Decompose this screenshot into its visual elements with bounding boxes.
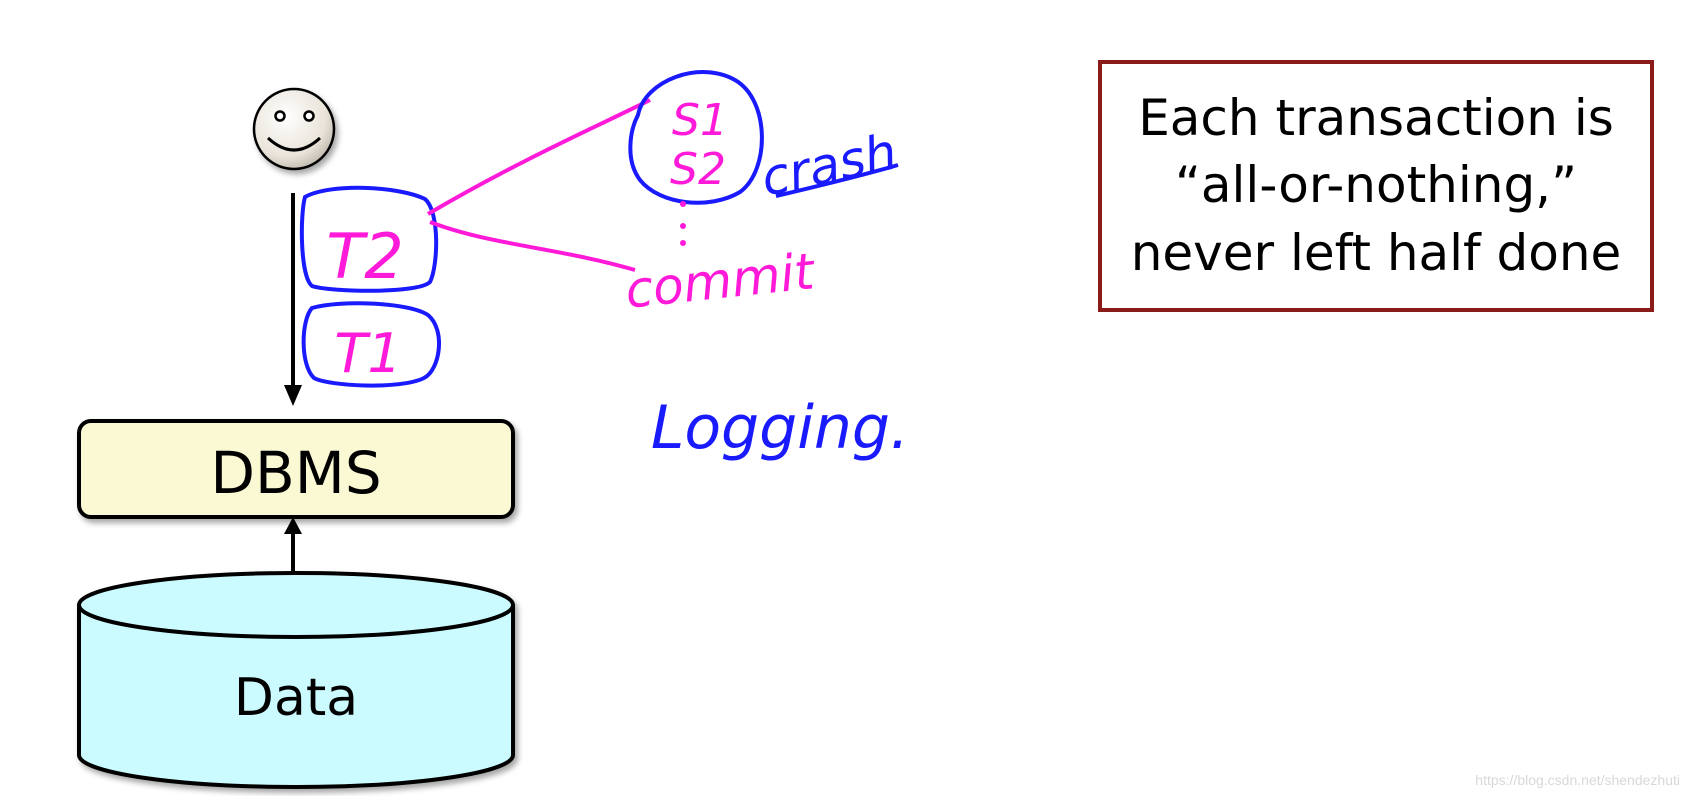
- transaction-t1: [301, 301, 441, 388]
- callout-line-2: “all-or-nothing,”: [1175, 156, 1577, 215]
- statement-s1: S1: [672, 95, 728, 146]
- logging-annotation: Logging.: [651, 393, 909, 463]
- transaction-t2: [299, 185, 439, 293]
- t2-connectors: [426, 98, 651, 272]
- watermark: https://blog.csdn.net/shendezhuti: [1475, 772, 1680, 788]
- crash-underline: [775, 163, 899, 198]
- user-smiley-icon: [252, 87, 336, 171]
- data-label: Data: [234, 668, 358, 728]
- dbms-box: [77, 419, 515, 519]
- callout-line-3: never left half done: [1130, 223, 1622, 282]
- dbms-label: DBMS: [210, 439, 381, 507]
- statements-ellipse: [628, 70, 764, 205]
- transaction-t1-label: T1: [334, 322, 401, 385]
- ellipsis-dots: [680, 201, 686, 246]
- callout-line-1: Each transaction is: [1138, 88, 1614, 147]
- data-cylinder: [77, 571, 515, 789]
- request-arrow: [284, 193, 302, 406]
- statement-s2: S2: [670, 144, 726, 195]
- transaction-t2-label: T2: [326, 220, 403, 293]
- atomicity-callout: Each transaction is “all-or-nothing,” ne…: [1098, 60, 1654, 312]
- commit-annotation: commit: [623, 242, 819, 320]
